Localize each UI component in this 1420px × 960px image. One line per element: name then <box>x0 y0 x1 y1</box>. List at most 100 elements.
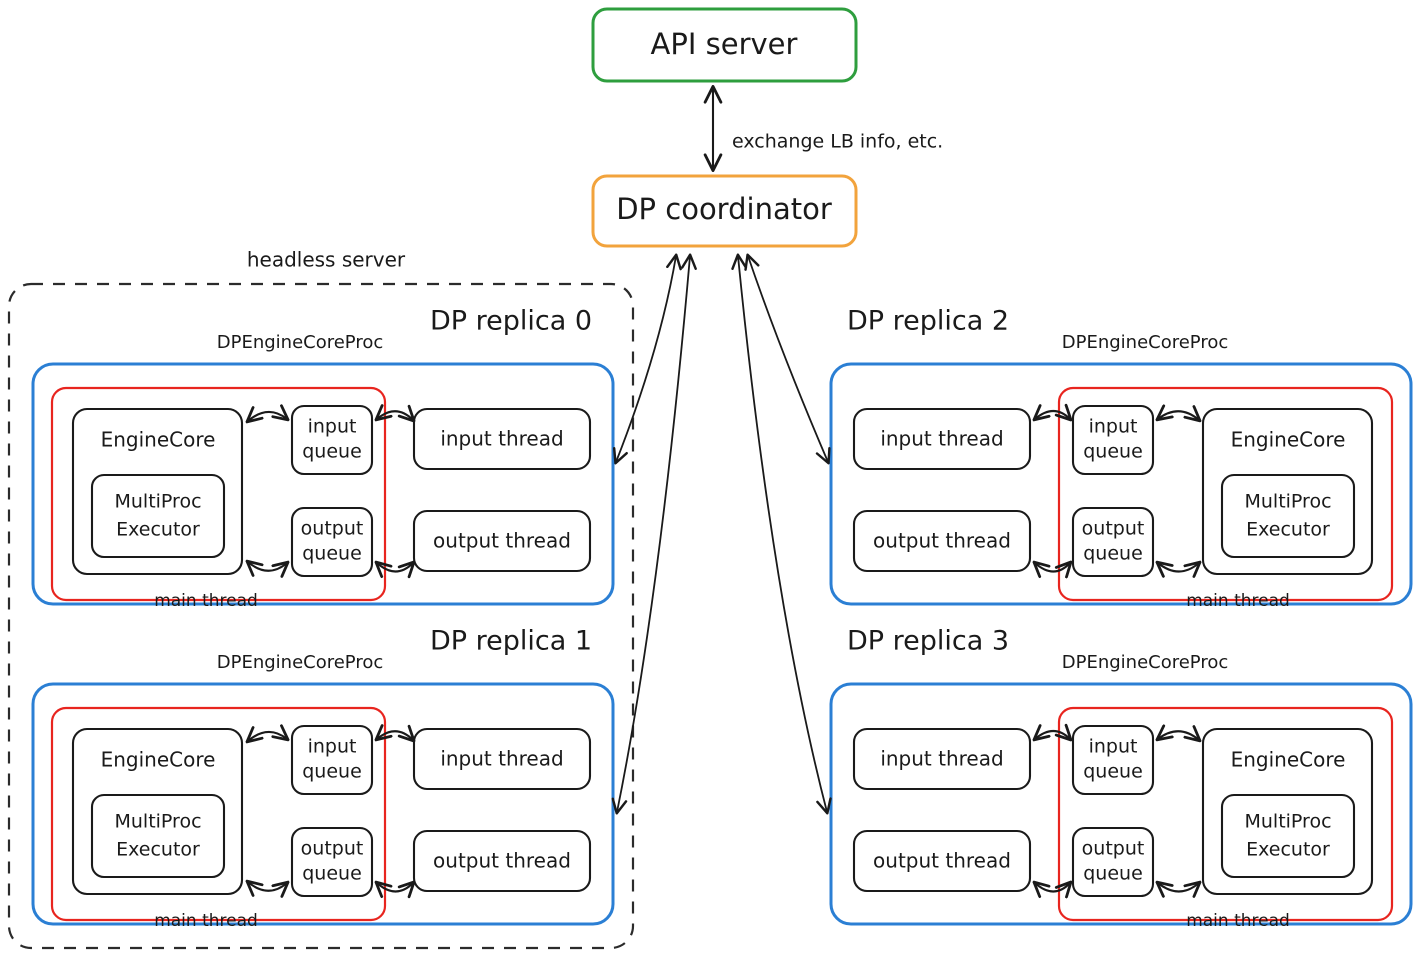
dp-replica-1-core-outputqueue-arrow <box>245 879 290 898</box>
dp-replica-0[interactable]: DP replica 0 DPEngineCoreProc main threa… <box>31 306 615 612</box>
dp-replica-2-output-queue-box[interactable] <box>1071 506 1155 578</box>
coordinator-replica-1-arrow <box>611 253 697 815</box>
dp-replica-3-inputthread-inputqueue-arrow <box>1032 723 1073 742</box>
dp-coordinator-box <box>591 174 858 248</box>
dp-replica-3-output-queue-line2: queue <box>1083 863 1143 885</box>
dp-replica-3-input-thread-box[interactable] <box>852 727 1032 791</box>
exchange-info-label: exchange LB info, etc. <box>732 131 943 153</box>
dp-replica-1-title: DP replica 1 <box>430 626 592 657</box>
dp-replica-3-input-queue-box[interactable] <box>1071 724 1155 796</box>
dp-replica-3-outputqueue-core-arrow <box>1155 880 1202 898</box>
dp-replica-3-main-thread-box <box>1057 706 1394 922</box>
dp-replica-0-output-thread-box[interactable] <box>412 509 592 573</box>
coordinator-replica-connectors <box>611 253 832 815</box>
dp-replica-2-input-queue-line1: input <box>1089 416 1138 438</box>
dp-replica-1-output-queue-line1: output <box>301 838 364 860</box>
dp-replica-0-input-queue-line2: queue <box>302 441 362 463</box>
dp-replica-1-output-queue-box[interactable] <box>290 826 374 898</box>
dp-replica-3-multiproc-line2: Executor <box>1246 839 1330 861</box>
dp-replica-2-multiproc-executor-box[interactable] <box>1220 473 1356 559</box>
dp-replica-2-output-thread-label: output thread <box>873 529 1011 553</box>
dp-replica-3-output-queue-box[interactable] <box>1071 826 1155 898</box>
dp-replica-3-input-queue-line1: input <box>1089 736 1138 758</box>
dp-replica-0-output-queue-line1: output <box>301 518 364 540</box>
dp-replica-0-output-thread-label: output thread <box>433 529 571 553</box>
dp-replica-1-input-queue-line2: queue <box>302 761 362 783</box>
dp-replica-2[interactable]: DP replica 2 DPEngineCoreProc main threa… <box>829 306 1413 612</box>
dp-replica-2-outputqueue-core-arrow <box>1155 560 1202 578</box>
dp-replica-0-main-thread-box <box>50 386 387 602</box>
dp-replica-1-input-thread-label: input thread <box>440 747 563 771</box>
dp-replica-0-input-queue-line1: input <box>308 416 357 438</box>
dp-replica-0-multiproc-line2: Executor <box>116 519 200 541</box>
coordinator-replica-0-arrow <box>612 253 682 465</box>
dp-replica-1-input-queue-line1: input <box>308 736 357 758</box>
dp-replica-3-engine-core-label: EngineCore <box>1231 748 1346 772</box>
dp-replica-0-outputqueue-outputthread-arrow <box>374 560 416 579</box>
dp-replica-2-title: DP replica 2 <box>847 306 1009 337</box>
dp-replica-1-multiproc-line1: MultiProc <box>114 811 201 833</box>
api-coordinator-connector: exchange LB info, etc. <box>703 85 943 172</box>
dp-replica-1-output-thread-label: output thread <box>433 849 571 873</box>
dp-replica-0-engine-core-label: EngineCore <box>101 428 216 452</box>
dp-replica-3-input-queue-line2: queue <box>1083 761 1143 783</box>
dp-replica-0-core-inputqueue-arrow <box>245 404 290 424</box>
dp-replica-0-title: DP replica 0 <box>430 306 592 337</box>
dp-replica-3-output-queue-line1: output <box>1082 838 1145 860</box>
dp-replica-2-multiproc-line1: MultiProc <box>1244 491 1331 513</box>
dp-replica-0-input-queue-box[interactable] <box>290 404 374 476</box>
dp-replica-1-outputqueue-outputthread-arrow <box>374 880 416 899</box>
api-server-label: API server <box>651 27 798 61</box>
dp-replica-2-engine-core-label: EngineCore <box>1231 428 1346 452</box>
dp-replica-0-output-queue-box[interactable] <box>290 506 374 578</box>
dp-replica-3-proc-label: DPEngineCoreProc <box>1062 652 1229 673</box>
dp-replica-2-output-queue-line1: output <box>1082 518 1145 540</box>
dp-replica-3-output-thread-box[interactable] <box>852 829 1032 893</box>
dp-replica-1-proc-label: DPEngineCoreProc <box>217 652 384 673</box>
api-server-box <box>591 7 858 83</box>
dp-replica-1[interactable]: DP replica 1 DPEngineCoreProc main threa… <box>31 626 615 932</box>
dp-replica-0-inputqueue-inputthread-arrow <box>374 404 416 423</box>
coordinator-replica-2-arrow <box>744 253 831 465</box>
dp-replica-2-multiproc-line2: Executor <box>1246 519 1330 541</box>
dp-replica-2-input-queue-box[interactable] <box>1071 404 1155 476</box>
dp-replica-1-output-thread-box[interactable] <box>412 829 592 893</box>
dp-replica-3-outputthread-outputqueue-arrow <box>1032 880 1073 899</box>
api-server-node[interactable]: API server <box>591 7 858 83</box>
dp-replica-1-main-thread-box <box>50 706 387 922</box>
dp-replica-1-main-thread-label: main thread <box>154 911 258 931</box>
dp-replica-1-input-thread-box[interactable] <box>412 727 592 791</box>
dp-replica-3-multiproc-executor-box[interactable] <box>1220 793 1356 879</box>
dp-replica-3[interactable]: DP replica 3 DPEngineCoreProc main threa… <box>829 626 1413 932</box>
dp-replica-3-inputqueue-core-arrow <box>1155 724 1202 743</box>
dp-replica-3-multiproc-line1: MultiProc <box>1244 811 1331 833</box>
headless-server-label: headless server <box>247 248 406 272</box>
dp-replica-2-output-thread-box[interactable] <box>852 509 1032 573</box>
dp-replica-3-main-thread-label: main thread <box>1186 911 1290 931</box>
dp-replica-3-output-thread-label: output thread <box>873 849 1011 873</box>
dp-replica-1-engine-core-label: EngineCore <box>101 748 216 772</box>
dp-replica-0-input-thread-box[interactable] <box>412 407 592 471</box>
dp-replica-1-output-queue-line2: queue <box>302 863 362 885</box>
dp-replica-2-proc-label: DPEngineCoreProc <box>1062 332 1229 353</box>
dp-replica-2-input-thread-box[interactable] <box>852 407 1032 471</box>
dp-coordinator-label: DP coordinator <box>616 192 832 226</box>
dp-replica-0-multiproc-line1: MultiProc <box>114 491 201 513</box>
dp-replica-2-output-queue-line2: queue <box>1083 543 1143 565</box>
dp-replica-1-inputqueue-inputthread-arrow <box>374 724 416 743</box>
dp-replica-2-main-thread-label: main thread <box>1186 591 1290 611</box>
dp-replica-2-input-queue-line2: queue <box>1083 441 1143 463</box>
dp-replica-2-input-thread-label: input thread <box>880 427 1003 451</box>
dp-replica-0-proc-label: DPEngineCoreProc <box>217 332 384 353</box>
dp-replica-2-outputthread-outputqueue-arrow <box>1032 560 1073 579</box>
dp-replica-1-multiproc-executor-box[interactable] <box>90 793 226 879</box>
dp-replica-0-multiproc-executor-box[interactable] <box>90 473 226 559</box>
dp-replica-1-input-queue-box[interactable] <box>290 724 374 796</box>
dp-coordinator-node[interactable]: DP coordinator <box>591 174 858 248</box>
dp-replica-2-main-thread-box <box>1057 386 1394 602</box>
dp-replica-3-input-thread-label: input thread <box>880 747 1003 771</box>
dp-replica-0-main-thread-label: main thread <box>154 591 258 611</box>
dp-replica-2-inputthread-inputqueue-arrow <box>1032 403 1073 422</box>
